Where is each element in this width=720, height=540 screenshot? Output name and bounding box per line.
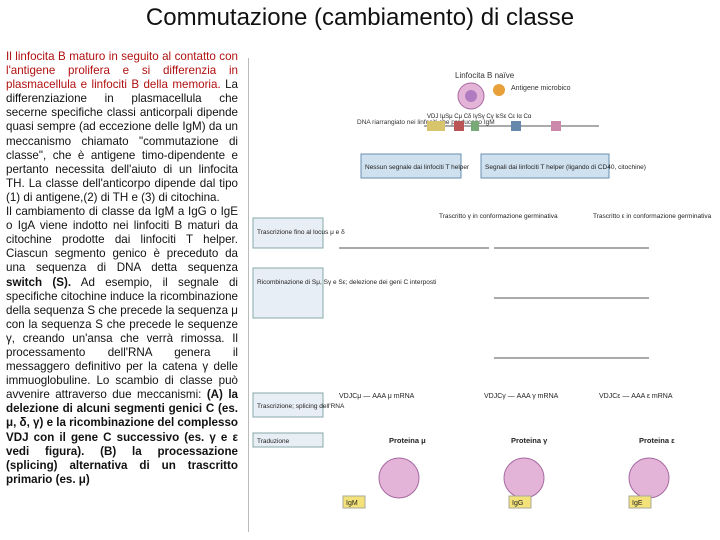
label-antigen: Antigene microbico	[511, 85, 571, 92]
label-trascr-eps: Trascritto ε in conformazione germinativ…	[593, 213, 712, 220]
no-signal-box	[360, 153, 462, 179]
cgamma-segment	[511, 121, 521, 131]
figure-diagram: Linfocita B naïve Antigene microbico DNA…	[252, 71, 712, 509]
p2-mid: Ad esempio, il segnale di specifiche cit…	[6, 275, 238, 402]
vdj-segment	[427, 121, 445, 131]
label-th-signal: Segnali dai linfociti T helper (ligando …	[485, 164, 646, 171]
body-text: Il linfocita B maturo in seguito al cont…	[6, 50, 238, 487]
p2-bold: (A) la delezione di alcuni segmenti geni…	[6, 388, 238, 486]
th-signal-box	[480, 153, 610, 179]
label-dna: DNA riarrangiato nei linfociti che produ…	[357, 119, 495, 126]
label-dna-segments: VDJ IμSμ Cμ Cδ IγSγ Cγ IεSε Cε Iα Cα	[427, 114, 532, 120]
cmu-segment	[454, 121, 464, 131]
ricomb-box	[252, 267, 324, 319]
paragraph-1: Il linfocita B maturo in seguito al cont…	[6, 50, 238, 205]
p1-highlight: Il linfocita B maturo in seguito al cont…	[6, 50, 238, 92]
p1-rest: La differenziazione in plasmacellula che…	[6, 78, 238, 204]
p2-switch: switch (S).	[6, 275, 72, 289]
label-ige: IgE	[632, 500, 643, 507]
label-mrna-mu: VDJCμ — AAA μ mRNA	[339, 393, 415, 400]
label-trascr-gamma: Trascritto γ in conformazione germinativ…	[439, 213, 558, 220]
class-switch-figure: Linfocita B naïve Antigene microbico DNA…	[248, 58, 713, 532]
cdelta-segment	[471, 121, 479, 131]
slide-title: Commutazione (cambiamento) di classe	[145, 4, 575, 31]
trad-box	[252, 432, 324, 448]
ige-cell-icon	[628, 457, 670, 499]
label-prot-mu: Proteina μ	[389, 436, 426, 445]
label-igm: IgM	[346, 500, 358, 507]
paragraph-2: Il cambiamento di classe da IgM a IgG o …	[6, 205, 238, 487]
label-prot-eps: Proteina ε	[639, 436, 675, 445]
label-trad: Traduzione	[257, 438, 290, 445]
p2-start: Il cambiamento di classe da IgM a IgG o …	[6, 205, 238, 275]
cepsilon-segment	[551, 121, 561, 131]
igm-badge	[342, 495, 366, 509]
ige-badge	[628, 495, 652, 509]
label-igg: IgG	[512, 500, 523, 507]
nucleus-icon	[465, 90, 477, 102]
trascr-box	[252, 217, 324, 249]
antigen-icon	[493, 84, 505, 96]
label-prot-gamma: Proteina γ	[511, 436, 548, 445]
label-mrna-eps: VDJCε — AAA ε mRNA	[599, 393, 673, 400]
igm-cell-icon	[378, 457, 420, 499]
igg-cell-icon	[503, 457, 545, 499]
rna-box	[252, 392, 324, 418]
label-no-signal: Nessun segnale dai linfociti T helper	[365, 164, 470, 171]
label-mrna-gamma: VDJCγ — AAA γ mRNA	[484, 393, 559, 400]
label-rna: Trascrizione; splicing dell'RNA	[257, 403, 345, 410]
label-trascr-mu: Trascrizione fino al locus μ e δ	[257, 229, 345, 236]
igg-badge	[508, 495, 532, 509]
label-naive-b-cell: Linfocita B naïve	[455, 71, 515, 80]
label-ricomb: Ricombinazione di Sμ, Sγ e Sε; delezione…	[257, 279, 436, 286]
